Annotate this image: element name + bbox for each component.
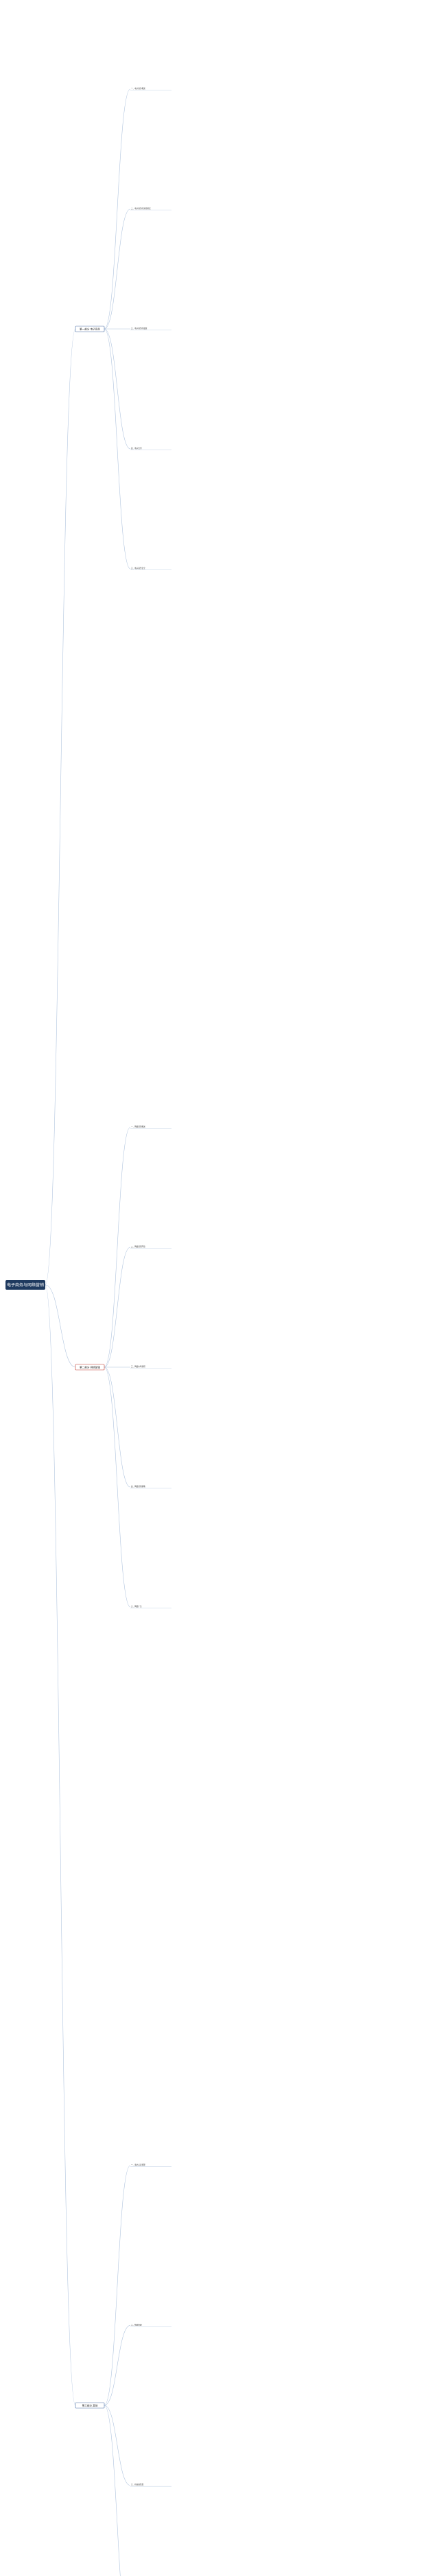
connector-line [104, 2405, 121, 2576]
root-label: 电子商务与网络营销 [7, 1282, 44, 1288]
branch-label: 第三部分 其他 [82, 2403, 98, 2407]
connector-line [104, 2325, 131, 2406]
connector-line [104, 1366, 131, 1608]
mindmap-nodes: 电子商务与网络营销 第一部分 电子商务 一、电子商务概述二、电子商务的交易模式三、电… [5, 87, 171, 2487]
child-node-label[interactable]: 四、电子支付 [131, 447, 142, 450]
child-node-label[interactable]: 五、电子商务安全 [131, 567, 145, 569]
child-node-label[interactable]: 四、网络营销策略 [131, 1485, 145, 1488]
branch-node[interactable] [75, 326, 105, 332]
child-node-label[interactable]: 五、网络广告 [131, 1605, 142, 1608]
root-node[interactable] [5, 1280, 45, 1290]
branch-node[interactable] [75, 1364, 105, 1371]
child-node-label[interactable]: 三、电子商务的发展 [131, 327, 147, 330]
connector-line [104, 2405, 131, 2486]
connector-line [104, 328, 131, 450]
branch-node[interactable] [75, 2402, 105, 2409]
child-node-label[interactable]: 三、网络市场调研 [131, 1365, 145, 1368]
mindmap-edges [45, 88, 131, 2576]
child-node-label[interactable]: 一、客户关系管理 [131, 2163, 145, 2166]
connector-line [104, 328, 131, 569]
connector-line [104, 2165, 131, 2406]
connector-line [104, 1247, 131, 1368]
branch-label: 第一部分 电子商务 [80, 327, 100, 330]
connector-line [104, 88, 131, 330]
child-node-label[interactable]: 一、网络营销概述 [131, 1125, 145, 1128]
child-node-label[interactable]: 二、网络营销环境 [131, 1245, 145, 1248]
connector-line [104, 1127, 131, 1368]
connector-line [45, 1284, 76, 2406]
child-node-label[interactable]: 二、物流管理 [131, 2323, 142, 2326]
connector-line [104, 208, 131, 330]
connector-line [104, 1366, 131, 1488]
connector-line [45, 328, 76, 1286]
child-node-label[interactable]: 二、电子商务的交易模式 [131, 207, 151, 210]
child-node-label[interactable]: 三、供应链管理 [131, 2483, 144, 2486]
branch-label: 第二部分 网络营销 [80, 1365, 100, 1369]
child-node-label[interactable]: 一、电子商务概述 [131, 87, 145, 90]
connector-line [45, 1284, 76, 1368]
